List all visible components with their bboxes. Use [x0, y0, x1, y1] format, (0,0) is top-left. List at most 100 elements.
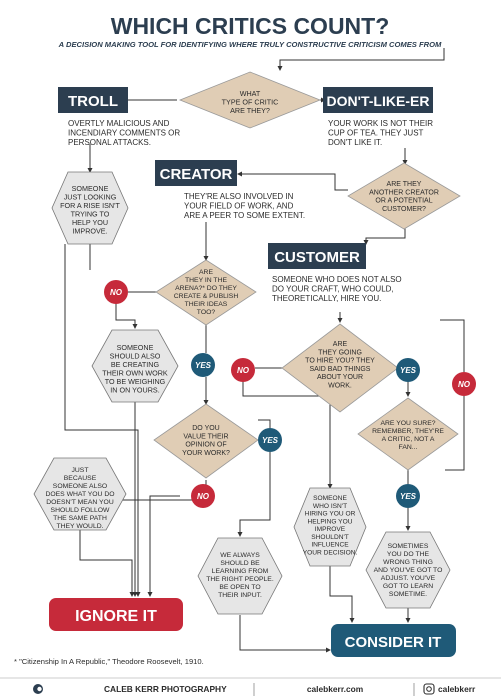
text-line: ABOUT YOUR	[317, 374, 363, 381]
text-line: INCENDIARY COMMENTS OR	[68, 128, 180, 137]
text-line: DOES WHAT YOU DO	[45, 491, 114, 498]
text-line: SAID BAD THINGS	[310, 366, 371, 373]
text-line: ARE	[333, 341, 348, 348]
connector-customer-to-rightno	[440, 319, 465, 372]
dislike-box: DON'T-LIKE-ER	[323, 87, 433, 113]
customer-title: CUSTOMER	[274, 249, 360, 266]
yes-badge-sure: YES	[396, 484, 420, 508]
customer-box: CUSTOMER	[268, 243, 366, 269]
text-line: CREATE & PUBLISH	[174, 293, 239, 300]
yes-badge-hire: YES	[396, 358, 420, 382]
text-line: JUST	[72, 467, 89, 474]
no-badge-arena-label: NO	[110, 288, 123, 297]
text-line: VALUE THEIR	[183, 433, 228, 440]
footer-handle[interactable]: calebkerr	[438, 684, 476, 694]
connector-learn-to-consider	[239, 615, 331, 653]
text-line: DON'T LIKE IT.	[328, 138, 382, 147]
connector-value-to-yes	[258, 419, 271, 428]
text-line: SOMETIMES	[388, 543, 429, 550]
connector-no-to-ignore	[147, 495, 180, 597]
ignore-it-outcome: IGNORE IT	[49, 598, 183, 631]
dislike-title: DON'T-LIKE-ER	[327, 93, 430, 109]
text-line: ARE YOU SURE?	[380, 420, 435, 427]
text-line: THEORETICALLY, HIRE YOU.	[272, 294, 381, 303]
text-line: SOMETIME.	[389, 591, 427, 598]
footer-website[interactable]: calebkerr.com	[307, 684, 363, 694]
text-line: THEY GOING	[318, 349, 362, 356]
text-line: FAN...	[399, 444, 418, 451]
connector-no-just	[112, 496, 204, 501]
consider-it-label: CONSIDER IT	[345, 634, 442, 651]
text-line: WE ALWAYS	[220, 552, 260, 559]
text-line: THE SAME PATH	[53, 515, 107, 522]
text-line: THE RIGHT PEOPLE.	[206, 576, 274, 583]
text-line: THEY'RE ALSO INVOLVED IN	[184, 192, 294, 201]
text-line: IN ON YOURS.	[110, 385, 159, 394]
text-line: OR A POTENTIAL	[375, 198, 432, 205]
text-line: WORK.	[328, 382, 352, 389]
text-line: TRYING TO	[71, 209, 110, 218]
text-line: YOUR DECISION.	[303, 550, 358, 557]
creator-title: CREATOR	[160, 166, 233, 183]
footer-logo-icon	[33, 684, 43, 694]
text-line: SOMEONE WHO DOES NOT ALSO	[272, 275, 402, 284]
creator-box: CREATOR	[155, 160, 237, 186]
text-line: THEY WOULD.	[56, 523, 103, 530]
text-line: SHOULD FOLLOW	[51, 507, 110, 514]
connector-another-to-customer	[363, 228, 406, 245]
text-line: YOUR WORK IS NOT THEIR	[328, 119, 433, 128]
text-line: ARENA?* DO THEY	[175, 285, 237, 292]
text-line: WHO ISN'T	[313, 503, 347, 510]
text-line: CUSTOMER?	[382, 206, 426, 213]
text-line: TO HIRE YOU? THEY	[305, 358, 375, 365]
text-line: HELPING YOU	[308, 518, 353, 525]
no-badge-value-label: NO	[197, 492, 210, 501]
text-line: OVERTLY MALICIOUS AND	[68, 119, 170, 128]
text-line: WRONG THING	[383, 559, 433, 566]
text-line: DO YOUR CRAFT, WHO COULD,	[272, 284, 394, 293]
text-line: SOMEONE	[117, 343, 154, 352]
yes-badge-sure-label: YES	[400, 492, 417, 501]
text-line: IMPROVE.	[72, 226, 107, 235]
yes-badge-value-label: YES	[262, 436, 279, 445]
yes-badge-arena: YES	[191, 353, 215, 377]
consider-it-outcome: CONSIDER IT	[331, 624, 456, 657]
text-line: SHOULD BE	[220, 560, 260, 567]
yes-badge-value: YES	[258, 428, 282, 452]
yes-badge-hire-label: YES	[400, 366, 417, 375]
page-title: WHICH CRITICS COUNT?	[111, 13, 390, 39]
text-line: OPINION OF	[185, 442, 226, 449]
text-line: SOMEONE	[313, 495, 347, 502]
text-line: THEIR INPUT.	[218, 592, 262, 599]
text-line: DOESN'T MEAN YOU	[46, 499, 114, 506]
text-line: SHOULD ALSO	[110, 351, 161, 360]
no-badge-right: NO	[452, 372, 476, 396]
text-line: ANOTHER CREATOR	[369, 189, 439, 196]
no-badge-arena: NO	[104, 280, 128, 304]
text-line: THEIR OWN WORK	[102, 368, 168, 377]
text-line: DO YOU	[192, 425, 220, 432]
text-line: TO BE WEIGHING	[105, 377, 166, 386]
